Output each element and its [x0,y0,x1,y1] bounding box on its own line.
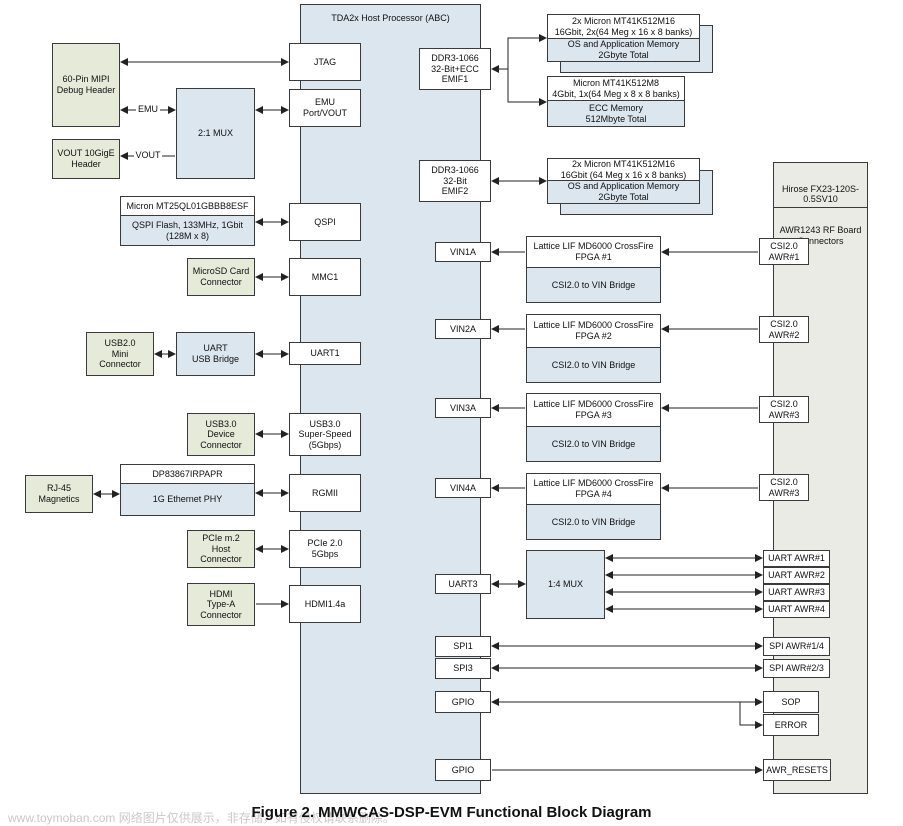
sop-box: SOP [763,691,819,713]
ecc-part: Micron MT41K512M8 4Gbit, 1x(64 Meg x 8 x… [547,76,685,101]
port-jtag: JTAG [289,43,361,81]
port-uart1: UART1 [289,342,361,365]
csi-awr3: CSI2.0 AWR#3 [759,396,809,423]
mipi-debug-header: 60-Pin MIPI Debug Header [52,43,120,127]
port-spi3: SPI3 [435,658,491,679]
mem1-part: 2x Micron MT41K512M16 16Gbit, 2x(64 Meg … [547,14,700,39]
mux-1to4: 1:4 MUX [526,550,605,619]
port-emif1: DDR3-1066 32-Bit+ECC EMIF1 [419,48,491,90]
bridge-3: CSI2.0 to VIN Bridge [526,426,661,462]
bridge-4: CSI2.0 to VIN Bridge [526,504,661,540]
port-vin1a: VIN1A [435,242,491,262]
rf-connector-divider [773,207,868,208]
microsd-connector: MicroSD Card Connector [187,258,255,296]
rj45-magnetics: RJ-45 Magnetics [25,475,93,513]
port-gpio-1: GPIO [435,691,491,713]
uart-awr3: UART AWR#3 [763,584,830,601]
port-uart3: UART3 [435,574,491,594]
port-vin4a: VIN4A [435,478,491,498]
csi-awr1: CSI2.0 AWR#1 [759,238,809,265]
uart-awr1: UART AWR#1 [763,550,830,567]
port-rgmii: RGMII [289,474,361,512]
bridge-2: CSI2.0 to VIN Bridge [526,347,661,383]
port-spi1: SPI1 [435,636,491,657]
uart-awr4: UART AWR#4 [763,601,830,618]
vout-label: VOUT [135,149,161,160]
watermark: www.toymoban.com 网络图片仅供展示，非存储，如有侵权请联系删除。 [8,811,395,825]
port-gpio-2: GPIO [435,759,491,781]
hdmi-connector: HDMI Type-A Connector [187,583,255,626]
port-qspi: QSPI [289,203,361,241]
arrow-gpio-error [739,702,763,729]
arrow-emif1-mem [507,34,547,69]
rf-connector-title: Hirose FX23-120S- 0.5SV10 [781,183,860,205]
spi-awr23: SPI AWR#2/3 [763,659,830,678]
csi-awr4: CSI2.0 AWR#3 [759,474,809,501]
pcie-host-connector: PCIe m.2 Host Connector [187,530,255,568]
ecc-desc: ECC Memory 512Mbyte Total [547,100,685,127]
ethernet-phy-desc: 1G Ethernet PHY [120,483,255,516]
error-box: ERROR [763,714,819,736]
uart-usb-bridge: UART USB Bridge [176,332,255,376]
usb2-mini-connector: USB2.0 Mini Connector [86,332,154,376]
mem1-desc: OS and Application Memory 2Gbyte Total [547,38,700,62]
spi-awr14: SPI AWR#1/4 [763,637,830,656]
uart-awr2: UART AWR#2 [763,567,830,584]
arrow-emif1-ecc [507,69,547,106]
bridge-1: CSI2.0 to VIN Bridge [526,267,661,303]
vout-10gige-header: VOUT 10GigE Header [52,139,120,179]
csi-awr2: CSI2.0 AWR#2 [759,316,809,343]
port-vin2a: VIN2A [435,319,491,339]
qspi-flash-part: Micron MT25QL01GBBB8ESF [120,196,255,216]
port-usb3: USB3.0 Super-Speed (5Gbps) [289,413,361,456]
awr-resets: AWR_RESETS [763,759,831,781]
port-emu-vout: EMU Port/VOUT [289,89,361,127]
port-vin3a: VIN3A [435,398,491,418]
usb3-device-connector: USB3.0 Device Connector [187,413,255,456]
mem2-desc: OS and Application Memory 2Gbyte Total [547,180,700,204]
port-emif2: DDR3-1066 32-Bit EMIF2 [419,160,491,202]
figure-caption: Figure 2. MMWCAS-DSP-EVM Functional Bloc… [251,804,652,821]
port-pcie: PCIe 2.0 5Gbps [289,530,361,568]
qspi-flash-desc: QSPI Flash, 133MHz, 1Gbit (128M x 8) [120,215,255,246]
rf-connector-subtitle: AWR1243 RF Board Connectors [779,225,862,247]
port-hdmi: HDMI1.4a [289,585,361,623]
port-mmc1: MMC1 [289,258,361,296]
mux-2to1: 2:1 MUX [176,88,255,179]
emu-label: EMU [138,103,158,114]
